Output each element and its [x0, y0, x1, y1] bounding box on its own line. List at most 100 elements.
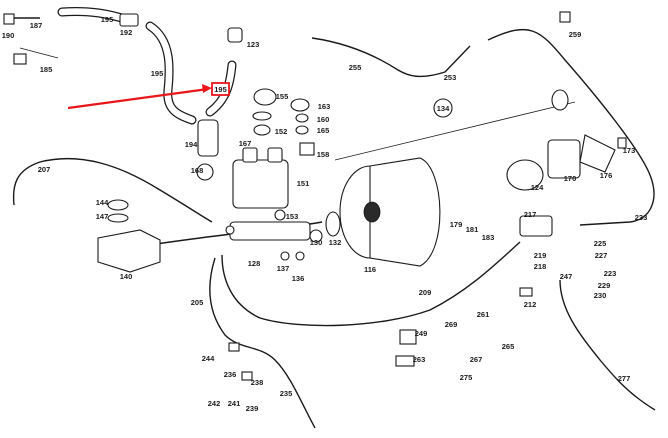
bracket-140 — [97, 229, 161, 273]
callout-label: 269 — [445, 320, 458, 329]
highlight-box — [211, 82, 230, 96]
part-152 — [253, 124, 271, 136]
line-209 — [221, 241, 521, 327]
line-249 — [559, 279, 656, 411]
callout-label: 123 — [247, 40, 260, 49]
callout-label: 219 — [534, 251, 547, 260]
callout-label: 179 — [450, 220, 463, 229]
part-173 — [617, 137, 627, 149]
highlight-marker: 195 — [67, 82, 230, 110]
line-207 — [12, 157, 213, 223]
part-123 — [227, 27, 243, 43]
callout-label: 132 — [329, 238, 342, 247]
callout-label: 192 — [120, 28, 133, 37]
callout-label: 128 — [248, 259, 261, 268]
part-185-line — [19, 47, 59, 59]
part-192 — [119, 13, 139, 27]
part-155 — [253, 88, 277, 106]
callout-label: 247 — [560, 272, 573, 281]
part-137 — [280, 251, 290, 261]
callout-label: 217 — [524, 210, 537, 219]
callout-label: 218 — [534, 262, 547, 271]
callout-label: 227 — [595, 251, 608, 260]
part-190 — [3, 13, 15, 25]
part-170 — [547, 139, 581, 179]
line-255-253 — [311, 37, 471, 78]
part-269 — [399, 329, 417, 345]
callout-label: 187 — [30, 21, 43, 30]
part-176 — [579, 134, 616, 173]
callout-label: 230 — [594, 291, 607, 300]
callout-label: 144 — [96, 198, 109, 207]
callout-label: 194 — [185, 140, 198, 149]
master-cylinder-128 — [229, 221, 311, 241]
part-168 — [196, 163, 214, 181]
callout-label: 267 — [470, 355, 483, 364]
callout-label: 205 — [191, 298, 204, 307]
callout-label: 195 — [151, 69, 164, 78]
callout-label: 225 — [594, 239, 607, 248]
callout-label: 155 — [276, 92, 289, 101]
part-194 — [197, 119, 219, 157]
red-arrow — [67, 87, 209, 110]
red-arrow-head — [202, 84, 212, 93]
callout-label: 212 — [524, 300, 537, 309]
callout-label: 124 — [531, 183, 544, 192]
callout-label: 173 — [623, 146, 636, 155]
part-158 — [299, 142, 315, 156]
callout-label: 183 — [482, 233, 495, 242]
part-136 — [295, 251, 305, 261]
callout-label: 168 — [191, 166, 204, 175]
callout-label: 209 — [419, 288, 432, 297]
callout-label: 253 — [444, 73, 457, 82]
callout-label: 244 — [202, 354, 215, 363]
callout-label: 261 — [477, 310, 490, 319]
brake-booster-116 — [369, 157, 441, 267]
part-238 — [241, 371, 253, 381]
callout-label: 190 — [2, 31, 15, 40]
callout-label: 242 — [208, 399, 221, 408]
callout-label: 165 — [317, 126, 330, 135]
part-185 — [13, 53, 27, 65]
callout-label: 136 — [292, 274, 305, 283]
callout-label: 170 — [564, 174, 577, 183]
callout-label: 152 — [275, 127, 288, 136]
callout-label: 158 — [317, 150, 330, 159]
line-233 — [487, 29, 655, 226]
callout-label: 249 — [415, 329, 428, 338]
callout-circle-134 — [433, 98, 453, 118]
callout-label: 195 — [101, 15, 114, 24]
part-244 — [228, 342, 240, 352]
part-124 — [506, 159, 544, 191]
callout-label: 207 — [38, 165, 51, 174]
callout-label: 176 — [600, 171, 613, 180]
callout-label: 233 — [635, 213, 648, 222]
parts — [3, 11, 627, 381]
callout-label: 259 — [569, 30, 582, 39]
part-160a — [252, 111, 272, 121]
part-147 — [107, 213, 129, 223]
callout-label: 167 — [239, 139, 252, 148]
callout-label: 130 — [310, 238, 323, 247]
part-144 — [107, 199, 129, 211]
line-205-235 — [209, 257, 316, 429]
part-153 — [274, 209, 286, 221]
callout-label: 151 — [297, 179, 310, 188]
callout-label: 223 — [604, 269, 617, 278]
highlight-label: 195 — [214, 85, 227, 94]
callout-label: 241 — [228, 399, 241, 408]
callout-label: 265 — [502, 342, 515, 351]
callout-label: 238 — [251, 378, 264, 387]
callout-label: 137 — [277, 264, 290, 273]
part-160 — [295, 113, 309, 123]
part-217 — [519, 215, 553, 237]
callout-label: 263 — [413, 355, 426, 364]
part-165 — [295, 125, 309, 135]
part-212 — [519, 287, 533, 297]
callout-label: 134 — [437, 104, 450, 113]
callout-label: 185 — [40, 65, 53, 74]
callout-label: 116 — [364, 265, 376, 274]
